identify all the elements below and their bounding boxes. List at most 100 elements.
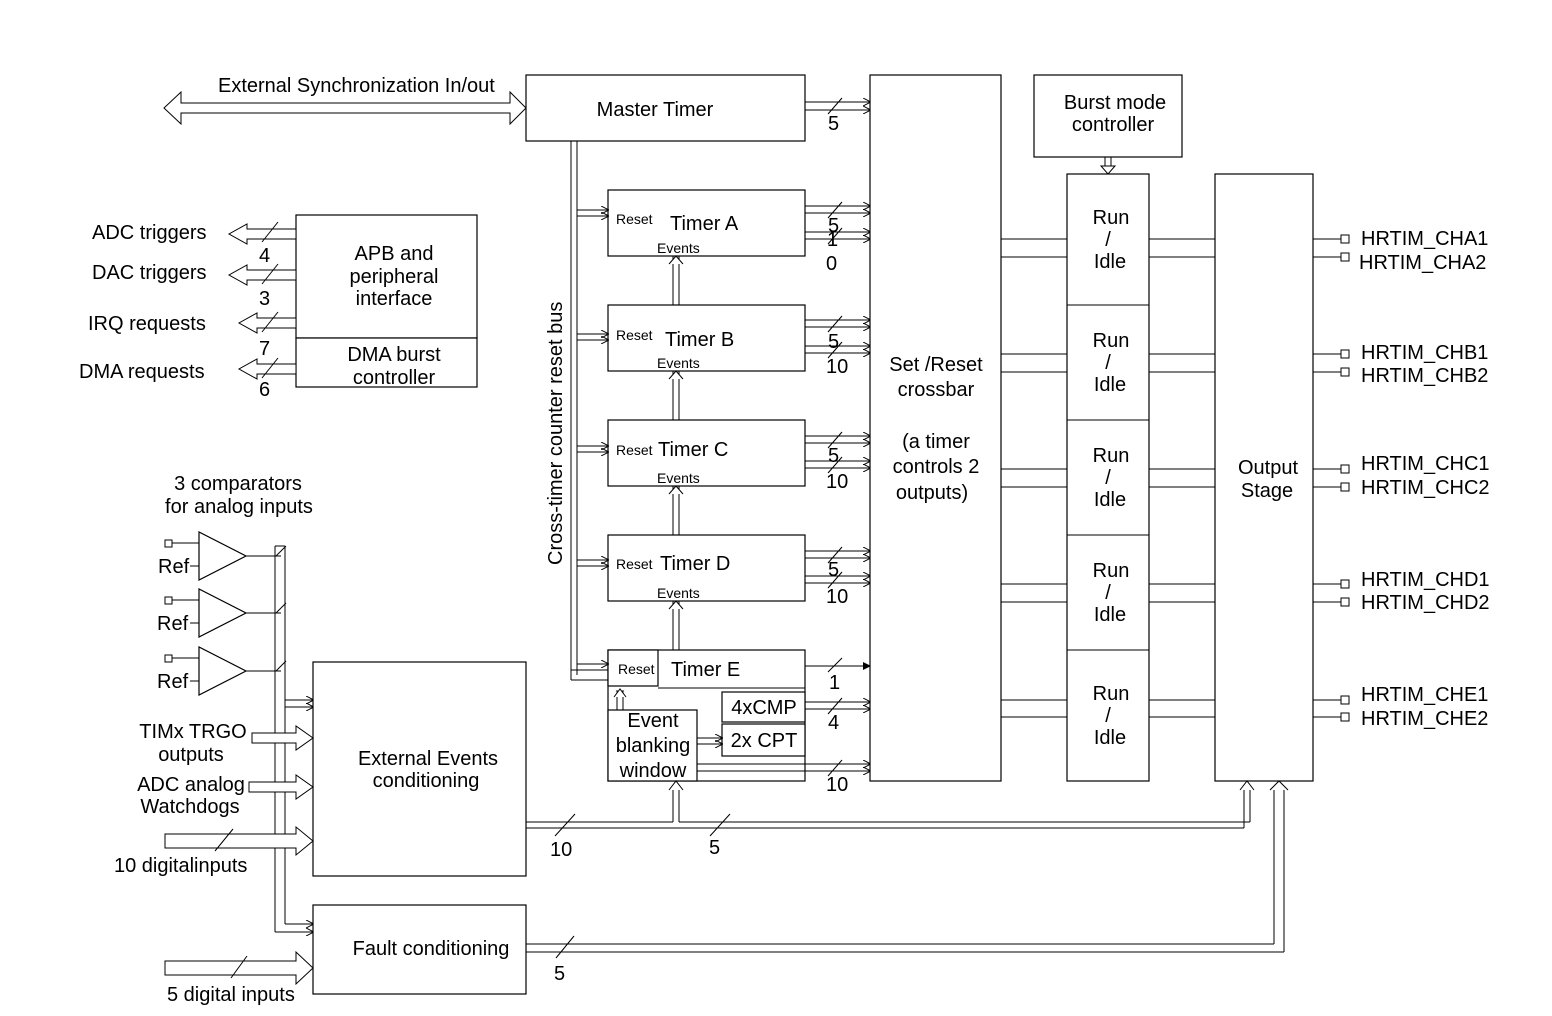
- svg-text:Run: Run: [1093, 207, 1130, 229]
- digital-inputs-5-label: 5 digital inputs: [167, 984, 295, 1006]
- output-stage-line2: Stage: [1241, 480, 1293, 502]
- external-events-output-bus: [526, 780, 1255, 837]
- output-pins: [1313, 234, 1350, 722]
- timer-b-reset: Reset: [616, 327, 653, 343]
- output-chd2: HRTIM_CHD2: [1361, 592, 1490, 614]
- timer-b-bus: [805, 315, 870, 359]
- crossbar-line3: (a timer: [902, 431, 970, 453]
- dma-burst-block: [295, 337, 478, 388]
- timer-b-bus-width-5: 5: [828, 331, 839, 353]
- svg-text:Idle: Idle: [1094, 374, 1126, 396]
- svg-text:Idle: Idle: [1094, 727, 1126, 749]
- svg-text:/: /: [1105, 229, 1111, 251]
- timer-d-block: [607, 534, 806, 602]
- timer-b-events: Events: [657, 355, 700, 371]
- run-idle-d: Run / Idle: [1093, 560, 1130, 626]
- timer-c-reset-arrow: [577, 446, 608, 452]
- irq-width: 7: [259, 338, 270, 360]
- timer-a-bus-width-5: 5: [828, 215, 839, 237]
- reset-bus-label: Cross-timer counter reset bus: [545, 302, 567, 565]
- cpt-block: [721, 723, 806, 757]
- output-stage-block: [1214, 173, 1314, 782]
- adc-width: 4: [259, 245, 270, 267]
- timer-e-to-d-arrow: [668, 600, 684, 650]
- timx-trgo-line1: TIMx TRGO: [139, 721, 246, 743]
- adc-triggers-arrow: [227, 221, 297, 245]
- svg-text:Idle: Idle: [1094, 604, 1126, 626]
- external-events-line1: External Events: [358, 748, 498, 770]
- cmp-block: [721, 691, 806, 723]
- svg-text:/: /: [1105, 352, 1111, 374]
- adc-watchdog-line1: ADC analog: [137, 774, 245, 796]
- external-sync-label: External Synchronization In/out: [218, 75, 495, 97]
- burst-mode-block: [1033, 74, 1183, 158]
- cmp-label: 4xCMP: [731, 697, 797, 719]
- crossbar-line4: controls 2: [893, 456, 980, 478]
- timer-a-bus-width-1: 1: [827, 229, 838, 251]
- svg-text:/: /: [1105, 467, 1111, 489]
- timx-trgo-arrow: [251, 725, 314, 751]
- run-idle-column: [1066, 173, 1150, 782]
- apb-line2: peripheral: [350, 266, 439, 288]
- dac-width: 3: [259, 288, 270, 310]
- svg-text:Run: Run: [1093, 445, 1130, 467]
- timer-e-bus-width-1: 1: [829, 672, 840, 694]
- master-timer-block: [525, 74, 806, 142]
- adc-triggers-label: ADC triggers: [92, 222, 206, 244]
- dma-line1: DMA burst: [347, 344, 441, 366]
- event-blanking-line3: window: [619, 760, 687, 782]
- dma-requests-arrow: [237, 357, 297, 380]
- fault-conditioning-block: [312, 904, 527, 995]
- event-blanking-block: [607, 709, 698, 782]
- digital-inputs-10-label: 10 digitalinputs: [114, 855, 247, 877]
- output-chc1: HRTIM_CHC1: [1361, 453, 1490, 475]
- output-chd1: HRTIM_CHD1: [1361, 569, 1490, 591]
- svg-text:/: /: [1105, 582, 1111, 604]
- reset-bus-lines: [570, 141, 608, 681]
- ref-label-1: Ref: [158, 556, 190, 578]
- event-blanking-line2: blanking: [616, 735, 691, 757]
- dac-triggers-label: DAC triggers: [92, 262, 206, 284]
- timer-a-reset: Reset: [616, 211, 653, 227]
- crossbar-line5: outputs): [896, 482, 968, 504]
- fault-output-bus: [526, 780, 1289, 959]
- dma-requests-label: DMA requests: [79, 361, 205, 383]
- output-cha1: HRTIM_CHA1: [1361, 228, 1488, 250]
- timer-d-events: Events: [657, 585, 700, 601]
- timer-c-label: Timer C: [658, 439, 728, 461]
- output-chb2: HRTIM_CHB2: [1361, 365, 1488, 387]
- timer-d-bus-width-10: 10: [826, 586, 848, 608]
- cpt-label: 2x CPT: [731, 730, 798, 752]
- irq-requests-arrow: [237, 311, 297, 334]
- svg-text:Run: Run: [1093, 560, 1130, 582]
- timer-a-events: Events: [657, 240, 700, 256]
- burst-to-runidle-arrow: [1099, 157, 1117, 175]
- irq-requests-label: IRQ requests: [88, 313, 206, 335]
- comparators-line1: 3 comparators: [174, 473, 302, 495]
- timer-d-label: Timer D: [660, 553, 730, 575]
- timer-e-reset: Reset: [618, 661, 655, 677]
- timer-a-block: [607, 189, 806, 257]
- svg-text:/: /: [1105, 705, 1111, 727]
- timer-b-label: Timer B: [665, 329, 734, 351]
- output-cha2: HRTIM_CHA2: [1359, 252, 1486, 274]
- timer-d-bus: [805, 546, 870, 589]
- timer-b-to-a-arrow: [668, 255, 684, 305]
- timer-e-reset-arrow: [571, 664, 608, 671]
- svg-text:Idle: Idle: [1094, 251, 1126, 273]
- run-idle-c: Run / Idle: [1093, 445, 1130, 511]
- digital-inputs-10-arrow: [164, 825, 314, 857]
- run-idle-a: Run / Idle: [1093, 207, 1130, 273]
- timer-d-reset-arrow: [577, 560, 608, 566]
- timer-c-bus-width-10: 10: [826, 471, 848, 493]
- timer-d-bus-width-5: 5: [828, 559, 839, 581]
- master-timer-bus: [805, 97, 870, 115]
- output-stage-line1: Output: [1238, 457, 1298, 479]
- apb-line1: APB and: [355, 243, 434, 265]
- blanking-to-cpt-arrow: [697, 738, 722, 744]
- crossbar-line2: crossbar: [898, 379, 975, 401]
- dma-line2: controller: [353, 367, 436, 389]
- burst-mode-line2: controller: [1072, 114, 1155, 136]
- ref-label-2: Ref: [157, 613, 189, 635]
